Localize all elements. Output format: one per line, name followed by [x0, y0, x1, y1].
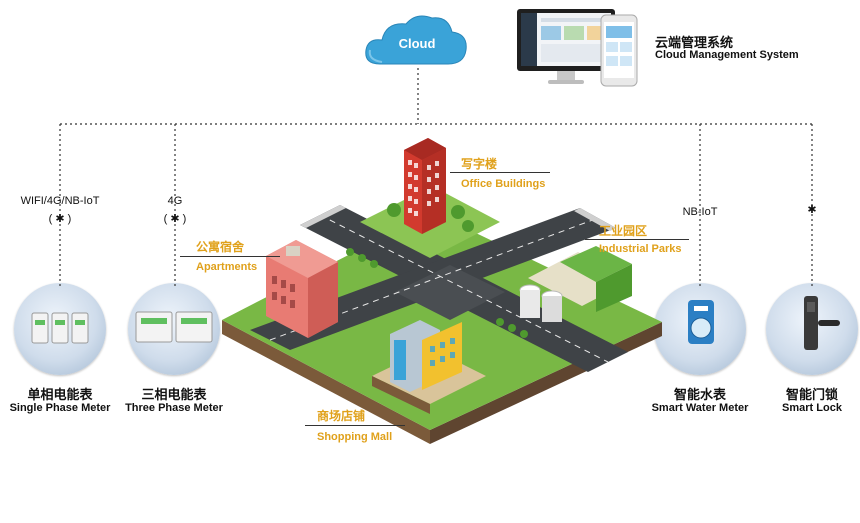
three-phase-meter-icon: [135, 311, 213, 343]
bluetooth-icon: ( ✱ ): [163, 213, 187, 225]
mall-label-cn: 商场店铺: [317, 409, 366, 423]
protocol-three-phase: 4G: [167, 195, 183, 207]
protocol-single-phase: WIFI/4G/NB-IoT: [20, 195, 100, 207]
city-map: [222, 205, 662, 444]
device-label-cn: 单相电能表: [27, 387, 93, 402]
device-label-en: Single Phase Meter: [9, 402, 111, 414]
monitor-icon: [517, 9, 615, 84]
cloud-system-title-en: Cloud Management System: [655, 49, 799, 61]
connector-lines: [59, 68, 813, 288]
phone-icon: [600, 14, 638, 87]
shopping-mall-icon: [372, 320, 486, 414]
industrial-label-en: Industrial Parks: [599, 243, 682, 255]
smart-lock-icon: [804, 296, 840, 350]
device-label-en: Three Phase Meter: [125, 402, 223, 414]
office-label-line: [450, 172, 550, 173]
device-label-cn: 智能门锁: [785, 387, 838, 402]
mall-label-line: [305, 425, 405, 426]
device-label-en: Smart Water Meter: [651, 402, 749, 414]
apartments-label-cn: 公寓宿舍: [196, 240, 245, 254]
industrial-park-icon: [519, 246, 632, 322]
cloud-system-title-cn: 云端管理系统: [655, 35, 734, 50]
apartments-label-line: [180, 256, 280, 257]
office-label-cn: 写字楼: [461, 157, 498, 171]
apartment-building-icon: [266, 240, 338, 338]
water-meter-icon: [688, 300, 714, 344]
bluetooth-icon: ( ✱ ): [48, 213, 72, 225]
trees: [346, 248, 528, 338]
industrial-label-cn: 工业园区: [599, 224, 648, 238]
mall-label-en: Shopping Mall: [317, 431, 393, 443]
bluetooth-icon: ✱: [807, 204, 817, 216]
protocol-water-meter: NB-IoT: [682, 206, 718, 218]
cloud-icon: [365, 15, 467, 65]
device-label-cn: 智能水表: [673, 387, 726, 402]
office-label-en: Office Buildings: [461, 178, 546, 190]
device-label-cn: 三相电能表: [141, 387, 207, 402]
device-label-en: Smart Lock: [782, 402, 842, 414]
cloud-label: Cloud: [398, 36, 436, 51]
industrial-label-line: [585, 239, 689, 240]
apartments-label-en: Apartments: [196, 261, 258, 273]
single-phase-meter-icon: [31, 312, 89, 344]
office-building-icon: [360, 138, 500, 258]
